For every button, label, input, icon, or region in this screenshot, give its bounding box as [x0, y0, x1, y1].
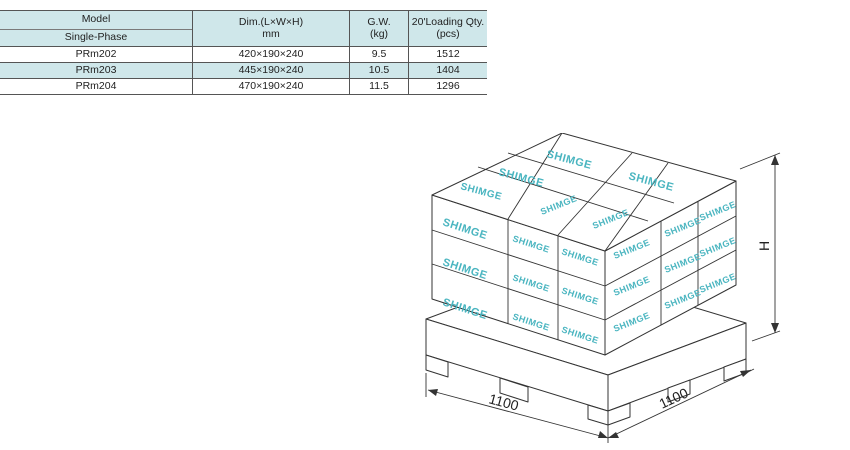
- gw-header-line2: (kg): [369, 27, 389, 40]
- cell-dimensions: 470×190×240: [192, 78, 350, 95]
- pallet-block: [607, 402, 631, 426]
- arrowhead: [608, 432, 619, 438]
- box-divider: [507, 133, 563, 220]
- box-divider: [604, 249, 737, 321]
- col-header-phase: Single-Phase: [0, 29, 193, 47]
- pallet-illustration: SHIMGE SHIMGE SHIMGE SHIMGE SHIMGE SHIMG…: [418, 133, 790, 445]
- cell-loading-qty: 1512: [408, 46, 487, 63]
- box-divider: [557, 152, 633, 236]
- col-header-loading-qty: 20'Loading Qty. (pcs): [408, 10, 487, 47]
- width-dimension-line: [607, 369, 752, 439]
- dim-header-line1: Dim.(L×W×H): [238, 16, 304, 29]
- col-header-model: Model: [0, 10, 193, 30]
- table-row: PRm204 470×190×240 11.5 1296: [0, 78, 487, 95]
- arrowhead: [740, 370, 751, 377]
- cell-dimensions: 445×190×240: [192, 62, 350, 79]
- arrowhead: [428, 389, 438, 396]
- cell-model: PRm203: [0, 62, 193, 79]
- qty-header-line1: 20'Loading Qty.: [411, 16, 485, 29]
- gw-header-line1: G.W.: [367, 16, 391, 29]
- box-divider: [431, 263, 606, 321]
- col-header-dimensions: Dim.(L×W×H) mm: [192, 10, 350, 47]
- cell-loading-qty: 1404: [408, 62, 487, 79]
- height-extension-line: [751, 330, 781, 342]
- cell-gross-weight: 10.5: [349, 62, 409, 79]
- dim-header-line2: mm: [262, 27, 280, 40]
- box-divider: [431, 229, 606, 287]
- cell-loading-qty: 1296: [408, 78, 487, 95]
- table-header-row-2: Single-Phase: [0, 29, 487, 47]
- box-divider: [507, 152, 675, 204]
- length-dimension-line: [427, 389, 609, 439]
- col-header-gross-weight: G.W. (kg): [349, 10, 409, 47]
- height-label: H: [756, 241, 772, 251]
- arrowhead: [771, 323, 779, 333]
- cell-model: PRm202: [0, 46, 193, 63]
- pallet-svg: SHIMGE SHIMGE SHIMGE SHIMGE SHIMGE SHIMG…: [425, 133, 781, 443]
- cell-dimensions: 420×190×240: [192, 46, 350, 63]
- pallet-block: [425, 354, 449, 378]
- box-stack-top: [431, 133, 737, 252]
- spec-table: Model Dim.(L×W×H) mm G.W. (kg) 20'Loadin…: [0, 10, 487, 95]
- pallet-block: [499, 377, 529, 403]
- table-row: PRm202 420×190×240 9.5 1512: [0, 46, 487, 63]
- arrowhead: [771, 155, 779, 165]
- box-divider: [477, 166, 649, 222]
- height-extension-line: [739, 152, 781, 170]
- cell-gross-weight: 11.5: [349, 78, 409, 95]
- qty-header-line2: (pcs): [436, 27, 460, 40]
- table-header-row-1: Model Dim.(L×W×H) mm G.W. (kg) 20'Loadin…: [0, 10, 487, 47]
- cell-gross-weight: 9.5: [349, 46, 409, 63]
- length-label: 1100: [487, 390, 520, 413]
- cell-model: PRm204: [0, 78, 193, 95]
- pallet-block: [667, 379, 691, 403]
- box-divider: [604, 215, 737, 287]
- box-divider: [604, 162, 669, 252]
- table-row: PRm203 445×190×240 10.5 1404: [0, 62, 487, 79]
- arrowhead: [598, 431, 608, 438]
